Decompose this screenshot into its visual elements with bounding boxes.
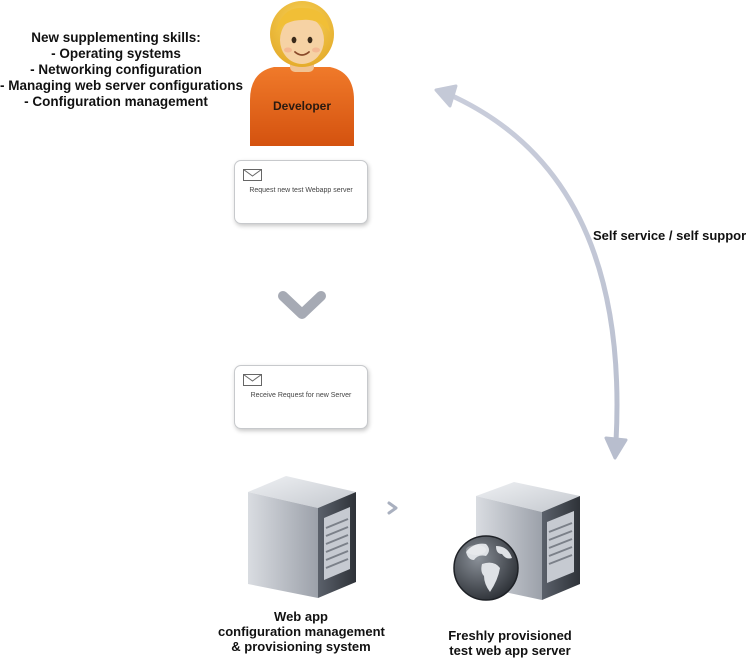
caption-line: test web app server: [449, 643, 571, 658]
web-server-icon: [453, 482, 580, 601]
request-card-label: Request new test Webapp server: [249, 187, 353, 194]
receive-card-label: Receive Request for new Server: [250, 392, 352, 399]
self-service-label: Self service / self support: [593, 228, 746, 243]
request-card: Request new test Webapp server: [234, 160, 368, 224]
fresh-server-caption: Freshly provisioned test web app server: [434, 628, 586, 658]
envelope-icon: [243, 374, 262, 386]
caption-line: Freshly provisioned: [448, 628, 572, 643]
caption-line: & provisioning system: [231, 639, 371, 654]
caption-line: Web app: [274, 609, 328, 624]
skill-item: - Managing web server configurations: [0, 78, 244, 93]
developer-figure: [250, 1, 354, 146]
skill-item: - Configuration management: [24, 94, 208, 109]
caption-line: configuration management: [218, 624, 385, 639]
skills-list: New supplementing skills: - Operating sy…: [0, 30, 244, 110]
developer-label: Developer: [272, 99, 332, 113]
skill-item: - Operating systems: [51, 46, 181, 61]
self-service-arrow: [434, 84, 628, 460]
skills-title: New supplementing skills:: [31, 30, 201, 45]
envelope-icon: [243, 169, 262, 181]
skill-item: - Networking configuration: [30, 62, 202, 77]
server-icon: [248, 476, 356, 598]
chevron-right-icon: [387, 501, 398, 515]
provisioning-system-caption: Web app configuration management & provi…: [218, 609, 385, 654]
chevron-down-icon: [278, 291, 326, 319]
receive-card: Receive Request for new Server: [234, 365, 368, 429]
